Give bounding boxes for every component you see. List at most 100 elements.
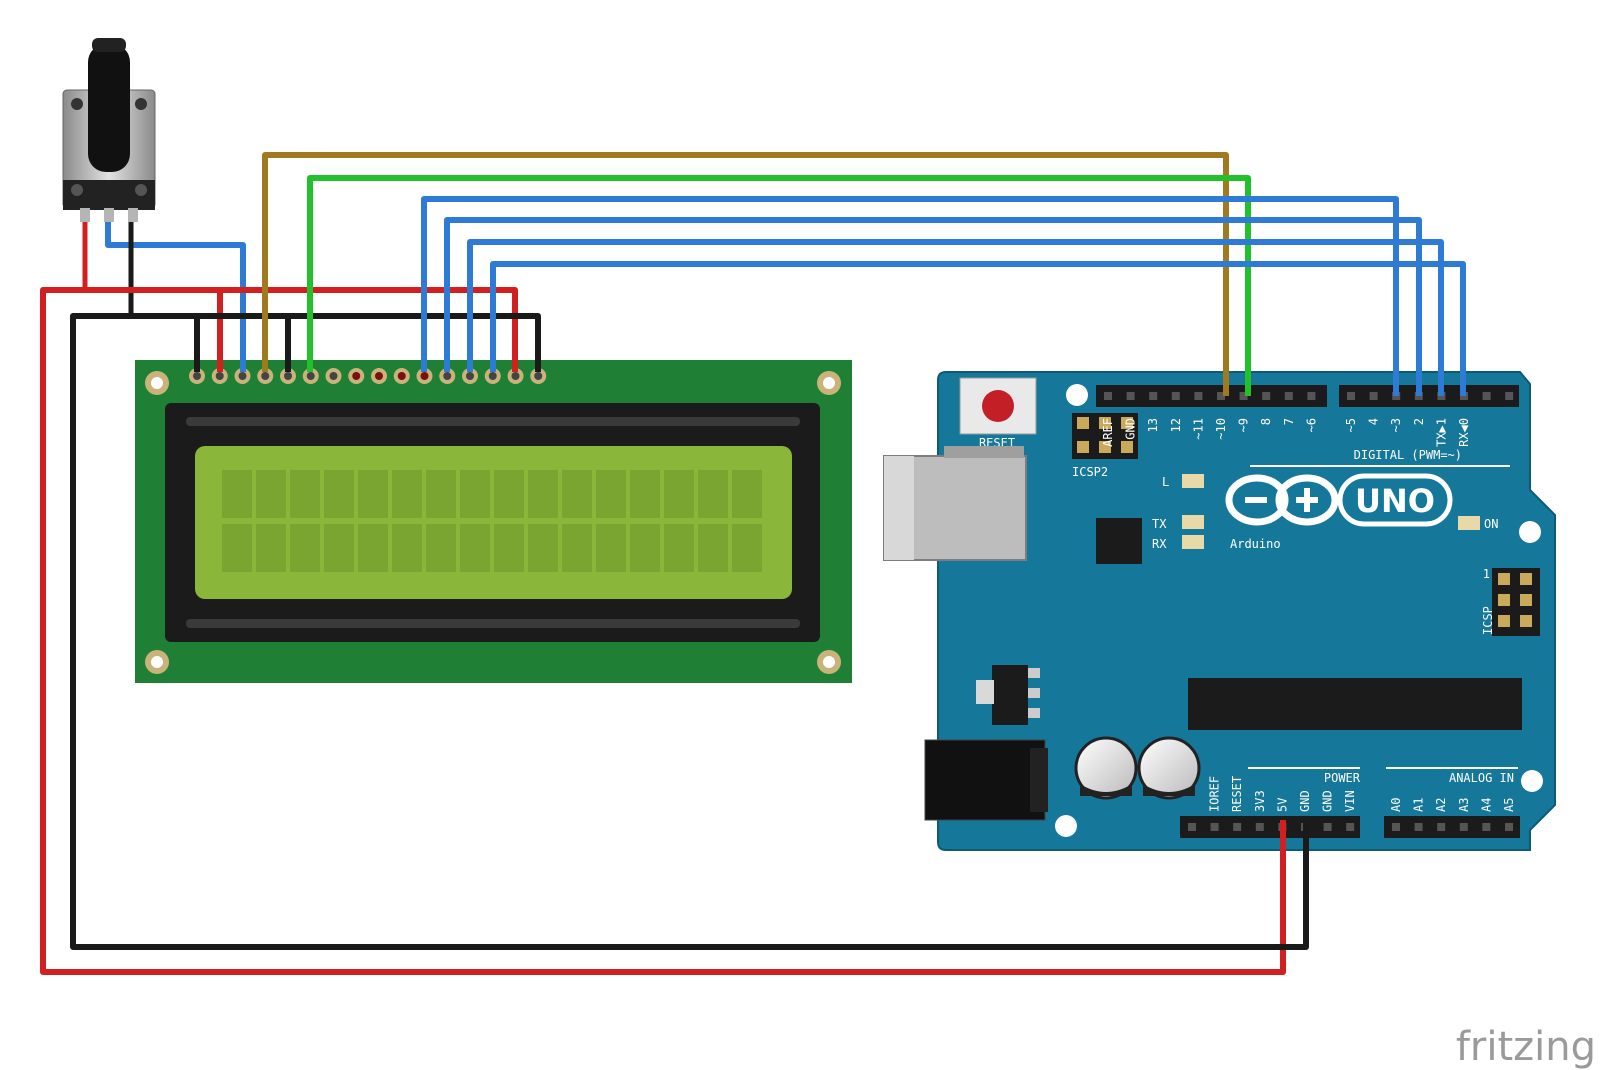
pin-label: A2 — [1434, 798, 1448, 812]
header-pin — [1171, 392, 1180, 400]
lcd-pin-hole — [215, 372, 224, 380]
power-header — [1180, 816, 1360, 838]
power-label: POWER — [1324, 771, 1361, 785]
pin-label: ~3 — [1389, 418, 1403, 432]
pin-label: VIN — [1343, 790, 1357, 812]
pin-label: 8 — [1259, 418, 1273, 425]
lcd-pin-hole — [466, 372, 474, 380]
wire-lcd-rs-to-pin12 — [262, 152, 1229, 396]
header-pin — [1307, 392, 1316, 400]
header-pin — [1347, 392, 1355, 400]
pin-label: 2 — [1412, 418, 1426, 425]
lcd-char-cell — [324, 470, 354, 518]
lcd-char-cell — [562, 470, 592, 518]
lcd-pin-hole — [306, 372, 315, 380]
lcd-header-pins — [189, 368, 547, 384]
lcd-char-cell — [698, 470, 728, 518]
status-leds — [1182, 474, 1480, 549]
lcd-char-cell — [494, 470, 524, 518]
pin-label: 13 — [1146, 418, 1160, 432]
lcd-char-cell — [392, 470, 422, 518]
lcd-char-cell — [222, 524, 252, 572]
pin-label: ~9 — [1237, 418, 1251, 432]
lcd-char-cell — [256, 524, 286, 572]
led-l-label: L — [1162, 475, 1169, 489]
lcd-pin-hole — [238, 372, 247, 380]
icsp2-label: ICSP2 — [1072, 465, 1108, 479]
header-pin — [1255, 823, 1264, 831]
lcd-char-cell — [290, 470, 320, 518]
pin-label: GND — [1124, 418, 1138, 440]
header-pin — [1104, 392, 1112, 400]
pin-label: RX◀0 — [1457, 418, 1471, 447]
pin-label: A1 — [1412, 798, 1426, 812]
header-pin — [1392, 823, 1400, 831]
header-pin — [1346, 823, 1355, 831]
pin-label: 4 — [1367, 418, 1381, 425]
led-rx-label: RX — [1152, 537, 1167, 551]
pin-label: 12 — [1169, 418, 1183, 432]
lcd-char-cell — [562, 524, 592, 572]
lcd-char-cell — [630, 524, 660, 572]
lcd-pin-hole — [511, 372, 520, 380]
pin-label: A4 — [1479, 798, 1493, 812]
lcd-pin-hole — [534, 372, 543, 380]
lcd-pin-hole — [375, 372, 383, 380]
lcd-char-cell — [324, 524, 354, 572]
lcd-char-cell — [290, 524, 320, 572]
power-jack-icon — [924, 739, 1048, 821]
lcd-char-cell — [596, 524, 626, 572]
header-pin — [1149, 392, 1158, 400]
wire-lcd-d5-to-pin4 — [444, 217, 1422, 396]
lcd-char-cell — [256, 470, 286, 518]
pin-label: ~5 — [1344, 418, 1358, 432]
lcd-pin-hole — [284, 372, 292, 380]
uno-label: UNO — [1355, 482, 1435, 520]
pin-label: GND — [1298, 790, 1312, 812]
pin-label: A0 — [1389, 798, 1403, 812]
header-pin — [1505, 823, 1513, 831]
usb-connector-icon — [883, 446, 1027, 561]
digital-label: DIGITAL (PWM=~) — [1354, 448, 1462, 462]
pin-label: 5V — [1275, 798, 1289, 812]
header-pin — [1369, 392, 1378, 400]
header-pin — [1459, 823, 1468, 831]
header-pin — [1233, 823, 1242, 831]
lcd-char-cell — [664, 470, 694, 518]
wire-gnd-rail — [70, 313, 1309, 950]
led-tx-label: TX — [1152, 517, 1167, 531]
lcd-pin-hole — [488, 372, 497, 380]
pin-label: 3V3 — [1253, 790, 1267, 812]
arduino-uno-icon: RESET ICSP2 — [883, 371, 1556, 851]
lcd-char-cell — [392, 524, 422, 572]
lcd-screen — [195, 446, 792, 599]
digital-header-low — [1339, 385, 1519, 407]
reset-button-icon — [959, 377, 1037, 435]
header-pin — [1217, 392, 1225, 400]
arduino-board — [937, 371, 1556, 851]
pin-label: A5 — [1502, 798, 1516, 812]
arduino-logo-icon — [1225, 473, 1453, 527]
wire-lcd-e-to-pin11 — [307, 175, 1251, 396]
lcd-char-cell — [460, 524, 490, 572]
header-pin — [1194, 392, 1203, 400]
icsp2-header — [1072, 413, 1138, 459]
voltage-regulator-icon — [976, 665, 1040, 725]
lcd-char-cell — [358, 470, 388, 518]
lcd-char-cell — [596, 470, 626, 518]
pin-label: TX▶1 — [1434, 418, 1448, 447]
pin-label: 7 — [1282, 418, 1296, 425]
analog-label: ANALOG IN — [1449, 771, 1514, 785]
lcd-pin-hole — [329, 372, 338, 380]
header-pin — [1210, 823, 1219, 831]
lcd-char-cell — [732, 524, 762, 572]
lcd-char-cell — [664, 524, 694, 572]
pin-label: GND — [1321, 790, 1335, 812]
header-pin — [1414, 823, 1423, 831]
icsp-pin1-label: 1 — [1483, 567, 1490, 581]
icsp-label: ICSP — [1481, 606, 1495, 635]
wire-lcd-d4-to-pin5 — [421, 196, 1399, 396]
lcd-char-cell — [494, 524, 524, 572]
arduino-name-label: Arduino — [1230, 537, 1281, 551]
lcd-character-grid — [222, 470, 762, 572]
